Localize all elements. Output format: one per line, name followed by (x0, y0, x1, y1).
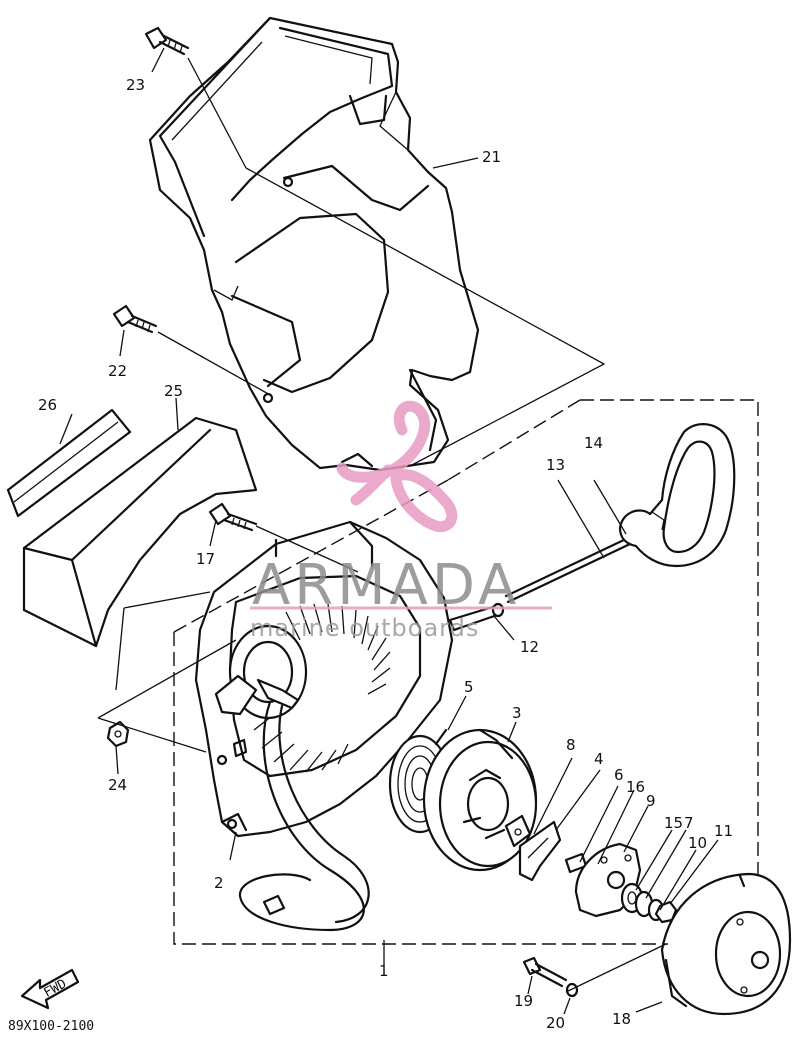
fwd-arrow: FWD (20, 968, 80, 1010)
callout-18: 18 (612, 1010, 631, 1028)
callout-5: 5 (464, 678, 474, 696)
callout-15: 15 (664, 814, 683, 832)
callout-20: 20 (546, 1014, 565, 1032)
callout-10: 10 (688, 834, 707, 852)
part-22-bolt (112, 304, 158, 334)
callout-9: 9 (646, 792, 656, 810)
callout-26: 26 (38, 396, 57, 414)
part-8-pawl (504, 814, 532, 848)
part-25-panel (22, 416, 258, 648)
callout-7: 7 (684, 814, 694, 832)
part-24-nut (106, 720, 130, 748)
part-23-bolt (144, 26, 190, 56)
callout-6: 6 (614, 766, 624, 784)
part-13-rope (504, 536, 632, 604)
callout-leaders (59, 47, 719, 1015)
callout-12: 12 (520, 638, 539, 656)
part-20-washer (565, 982, 579, 998)
callout-17: 17 (196, 550, 215, 568)
part-17-bolt (208, 502, 258, 532)
watermark-tagline: marine outboards (250, 614, 479, 642)
diagram-code: 89X100-2100 (8, 1019, 94, 1034)
callout-25: 25 (164, 382, 183, 400)
part-14-handle (618, 423, 736, 568)
callout-24: 24 (108, 776, 127, 794)
callout-13: 13 (546, 456, 565, 474)
part-19-bolt (522, 956, 568, 988)
callout-8: 8 (566, 736, 576, 754)
callout-4: 4 (594, 750, 604, 768)
callout-2: 2 (214, 874, 224, 892)
watermark: ARMADA marine outboards (250, 400, 552, 642)
callout-22: 22 (108, 362, 127, 380)
part-2-starter-housing (194, 520, 454, 932)
callout-14: 14 (584, 434, 603, 452)
callout-21: 21 (482, 148, 501, 166)
callout-11: 11 (714, 822, 733, 840)
housing-fins (253, 603, 391, 773)
callout-23: 23 (126, 76, 145, 94)
callout-1: 1 (379, 962, 389, 980)
callout-16: 16 (626, 778, 645, 796)
watermark-logo (336, 400, 458, 533)
callout-19: 19 (514, 992, 533, 1010)
part-4-spring-clip (518, 820, 562, 882)
part-26-strip (6, 408, 132, 518)
callout-labels: 21 23 22 26 25 17 24 14 13 12 5 3 8 4 6 … (38, 76, 733, 1032)
part-18-drum (660, 872, 792, 1016)
callout-3: 3 (512, 704, 522, 722)
part-21-drawing (148, 16, 480, 472)
